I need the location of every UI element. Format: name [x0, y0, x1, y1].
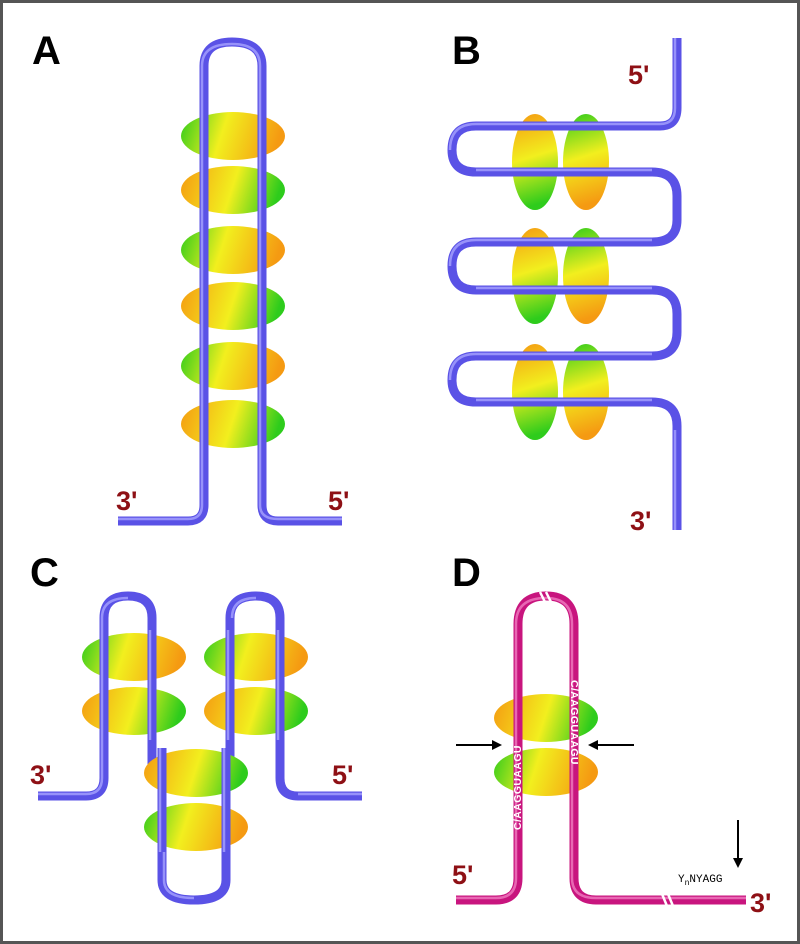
panel-d-protein-upper: [494, 694, 598, 742]
panel-d-consensus-sequence: YnNYAGG: [678, 874, 722, 888]
panel-a-5prime-label: 5': [328, 486, 349, 516]
panel-d-protein-lower: [494, 748, 598, 796]
panel-d-3prime-label: 3': [750, 888, 771, 918]
panel-d-intron-highlight: [456, 596, 746, 900]
panel-b-3prime-label: 3': [630, 506, 651, 536]
panel-c-strand-front: [99, 630, 285, 852]
panel-c-protein-right-2: [204, 687, 308, 735]
panel-d-letter: D: [452, 551, 481, 595]
panel-d-consensus-n: n: [685, 879, 690, 888]
panel-b-rna-strand: [447, 38, 682, 530]
panel-a: A 3' 5': [32, 29, 349, 526]
panel-d-strand-front: [513, 690, 579, 800]
panel-b-protein-2a: [512, 228, 558, 324]
panel-a-protein-4: [181, 282, 285, 330]
panel-c-strand-front-highlight: [100, 630, 280, 852]
panel-a-3prime-label: 3': [116, 486, 137, 516]
panel-b-5prime-label: 5': [628, 60, 649, 90]
panel-c-rna-highlight: [38, 596, 362, 900]
panel-b-protein-3a: [512, 344, 558, 440]
panel-b-strand-front: [500, 121, 620, 407]
panel-a-protein-5: [181, 342, 285, 390]
panel-d-strand-front-highlight: [514, 690, 574, 800]
panel-a-strand-front: [199, 110, 267, 452]
panel-c: C 3' 5': [30, 551, 362, 905]
panel-a-rna-highlight: [118, 42, 342, 521]
panel-d-left-splice-site: C/AAGGUAAGU: [512, 745, 524, 830]
panel-a-protein-3: [181, 226, 285, 274]
panel-c-5prime-label: 5': [332, 760, 353, 790]
panel-c-protein-left-2: [82, 687, 186, 735]
panel-a-strand-front-highlight: [200, 110, 262, 452]
panel-d-5prime-label: 5': [452, 860, 473, 890]
panel-a-protein-1: [181, 112, 285, 160]
panel-d-consensus-y: Y: [678, 874, 685, 886]
panel-b-protein-1a: [512, 114, 558, 210]
panel-d-break-mark-top: [538, 591, 553, 603]
panel-c-protein-left-1: [82, 633, 186, 681]
panel-c-3prime-label: 3': [30, 760, 51, 790]
panel-c-protein-right-1: [204, 633, 308, 681]
panel-d: D C/AAGGUAAGU C/AAGGUAAGU YnNYAGG 5' 3': [452, 551, 771, 918]
panel-a-letter: A: [32, 29, 61, 73]
panel-d-right-splice-site: C/AAGGUAAGU: [568, 680, 580, 765]
panel-b-protein-2b: [563, 228, 609, 324]
panel-b-protein-1b: [563, 114, 609, 210]
panel-a-protein-6: [181, 400, 285, 448]
panel-b-protein-3b: [563, 344, 609, 440]
panel-b-strand-front-highlight: [500, 122, 620, 402]
panel-d-consensus-tail: NYAGG: [689, 874, 722, 886]
panel-a-protein-2: [181, 166, 285, 214]
panel-c-letter: C: [30, 551, 59, 595]
panel-d-break-mark-bottom: [660, 893, 675, 907]
panel-b: B 5' 3': [447, 29, 682, 536]
panel-b-letter: B: [452, 29, 481, 73]
